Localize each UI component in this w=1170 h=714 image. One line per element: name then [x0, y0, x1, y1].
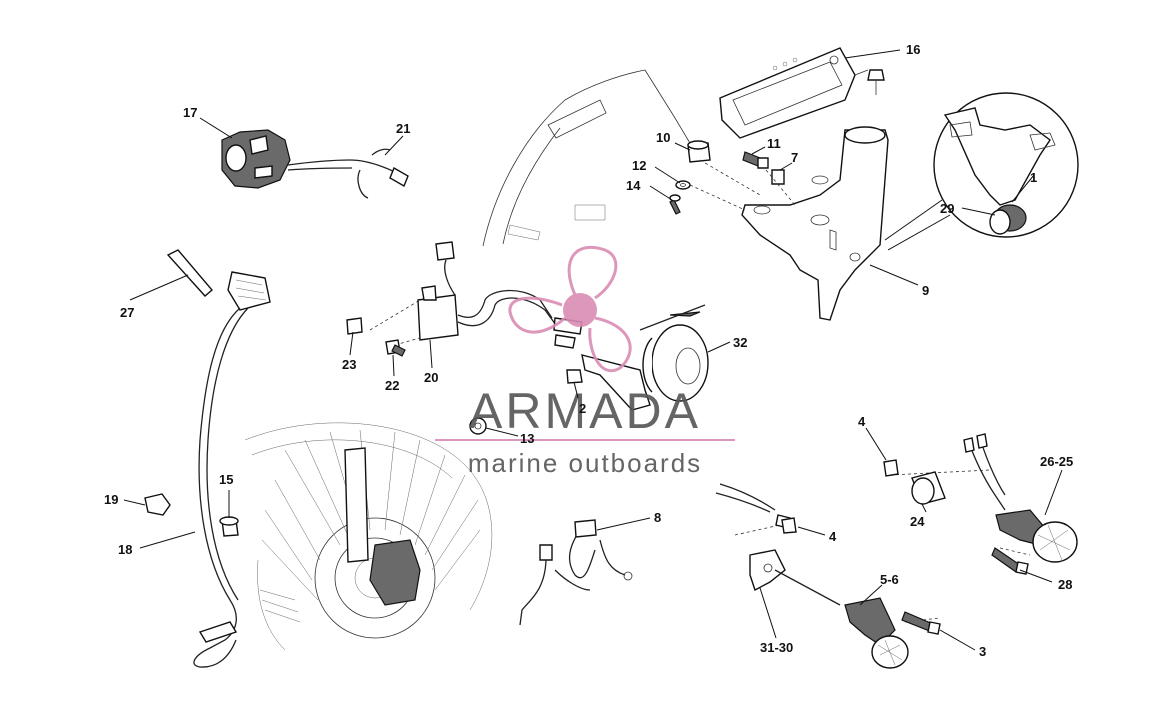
callout-26-25: 26-25 [1040, 454, 1073, 469]
callout-14: 14 [626, 178, 641, 193]
detail-zoom-view [884, 92, 1079, 251]
callout-19: 19 [104, 492, 118, 507]
callout-29: 29 [940, 201, 954, 216]
turn-signal-left [715, 483, 941, 669]
callout-16: 16 [906, 42, 920, 57]
callout-23: 23 [342, 357, 356, 372]
callout-5-6: 5-6 [880, 572, 899, 587]
nut-7 [771, 169, 785, 185]
callout-11: 11 [767, 136, 781, 151]
cluster-bolt [867, 69, 885, 95]
callout-17: 17 [183, 105, 197, 120]
assembly-lines [369, 159, 1031, 623]
callout-1: 1 [1030, 170, 1037, 185]
callout-9: 9 [922, 283, 929, 298]
cable-clip-19 [144, 493, 171, 516]
horn [566, 304, 709, 411]
watermark-brand: ARMADA [469, 383, 701, 439]
callout-3: 3 [979, 644, 986, 659]
callout-24: 24 [910, 514, 925, 529]
callout-18: 18 [118, 542, 132, 557]
handlebar-switch [221, 129, 291, 189]
rubber-grommet [687, 140, 711, 163]
callout-21: 21 [396, 121, 410, 136]
screw-11 [742, 151, 769, 169]
callout-15: 15 [219, 472, 233, 487]
callout-8: 8 [654, 510, 661, 525]
callout-12: 12 [632, 158, 646, 173]
screw-14 [669, 194, 681, 215]
instrument-cluster [719, 47, 869, 139]
callout-32: 32 [733, 335, 747, 350]
headlight-bracket [741, 126, 889, 321]
callout-2: 2 [579, 401, 586, 416]
callout-10: 10 [656, 130, 670, 145]
front-fender [482, 69, 701, 247]
callout-4-mid: 4 [829, 529, 837, 544]
propeller-icon [508, 245, 632, 373]
speedo-cable [193, 271, 271, 668]
callout-7: 7 [791, 150, 798, 165]
callout-leaders [123, 49, 1063, 651]
wiring-harness [519, 519, 633, 626]
callout-28: 28 [1058, 577, 1072, 592]
callout-22: 22 [385, 378, 399, 393]
screw-22 [385, 339, 406, 357]
callout-27: 27 [120, 305, 134, 320]
callout-20: 20 [424, 370, 438, 385]
washer-13 [469, 417, 487, 435]
callout-13: 13 [520, 431, 534, 446]
turn-signal-right [883, 433, 1078, 575]
callout-labels: 16 17 21 10 11 7 12 14 1 29 9 27 32 23 2… [104, 42, 1073, 659]
nut-23 [346, 317, 363, 335]
front-wheel [244, 422, 493, 651]
callout-31-30: 31-30 [760, 640, 793, 655]
callout-4-top: 4 [858, 414, 866, 429]
fastener-15 [219, 516, 239, 537]
switch-wiring [287, 148, 409, 199]
ignition-unit [417, 241, 557, 341]
watermark-tagline: marine outboards [468, 448, 702, 478]
cable-clip-27 [166, 249, 213, 297]
watermark-logo: ARMADA marine outboards [435, 245, 735, 478]
